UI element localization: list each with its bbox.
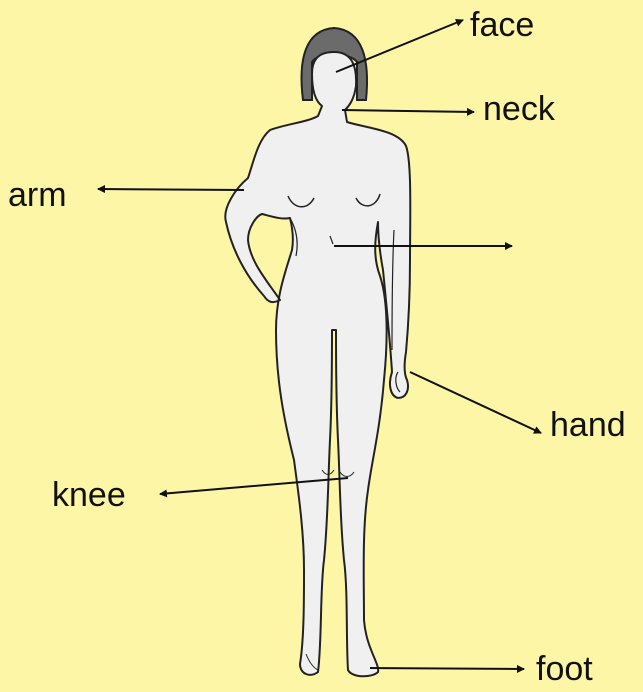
label-face: face: [470, 8, 534, 42]
label-hand: hand: [550, 408, 626, 442]
label-neck: neck: [483, 92, 555, 126]
hand-pointer-arrow: [410, 372, 541, 433]
neck-pointer-arrow: [342, 110, 474, 112]
body-silhouette: [225, 52, 410, 676]
label-arm: arm: [8, 178, 67, 212]
label-foot: foot: [536, 652, 593, 686]
label-knee: knee: [52, 478, 126, 512]
arm-pointer-arrow: [98, 189, 244, 190]
foot-pointer-arrow: [370, 668, 524, 669]
